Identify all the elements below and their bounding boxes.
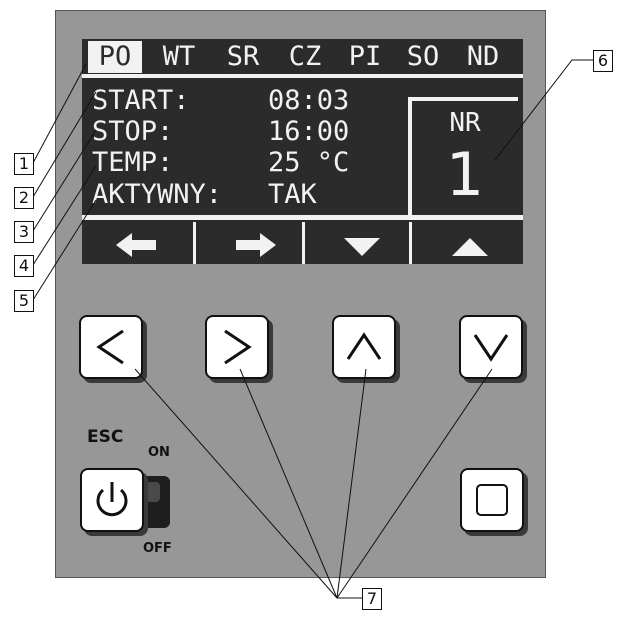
softkey-divider-3 [409, 222, 412, 264]
day-tab-nd[interactable]: ND [466, 41, 500, 72]
square-button[interactable] [460, 468, 524, 532]
start-label: START: [92, 85, 190, 116]
stop-label: STOP: [92, 116, 174, 147]
up-button[interactable] [332, 315, 396, 379]
program-label: NR [449, 108, 481, 138]
chevron-right-icon [224, 329, 252, 365]
day-tab-pi[interactable]: PI [348, 41, 382, 72]
arrow-left-icon [116, 233, 156, 257]
down-button[interactable] [459, 315, 523, 379]
callout-7: 7 [362, 588, 382, 610]
callout-3: 3 [14, 221, 34, 243]
right-button[interactable] [205, 315, 269, 379]
stop-value[interactable]: 16:00 [268, 116, 350, 147]
program-number-box [408, 97, 518, 217]
esc-label: ESC [87, 427, 124, 447]
day-tab-po[interactable]: PO [88, 41, 142, 73]
power-button[interactable] [80, 468, 144, 532]
square-icon [476, 484, 508, 516]
on-label: ON [148, 445, 170, 460]
program-number: 1 [445, 140, 485, 210]
active-label: AKTYWNY: [92, 179, 223, 210]
callout-4: 4 [14, 255, 34, 277]
triangle-down-icon [344, 238, 380, 256]
callout-2: 2 [14, 187, 34, 209]
day-tabs: PO WT SR CZ PI SO ND [82, 41, 523, 73]
day-tab-sr[interactable]: SR [226, 41, 260, 72]
start-value[interactable]: 08:03 [268, 85, 350, 116]
off-label: OFF [143, 541, 172, 556]
chevron-up-icon [346, 332, 382, 360]
day-tab-cz[interactable]: CZ [288, 41, 322, 72]
lcd-divider-top [82, 74, 523, 78]
temp-label: TEMP: [92, 147, 174, 178]
callout-1: 1 [14, 153, 34, 175]
left-button[interactable] [79, 315, 143, 379]
triangle-up-icon [452, 238, 488, 256]
day-tab-wt[interactable]: WT [162, 41, 196, 72]
softkey-divider-1 [193, 222, 196, 264]
chevron-left-icon [96, 329, 124, 365]
power-toggle[interactable] [140, 476, 170, 528]
active-value[interactable]: TAK [268, 179, 317, 210]
day-tab-so[interactable]: SO [406, 41, 440, 72]
callout-5: 5 [14, 290, 34, 312]
softkey-divider-2 [302, 222, 305, 264]
chevron-down-icon [473, 334, 509, 362]
lcd-divider-bottom [82, 215, 523, 220]
callout-6: 6 [593, 50, 613, 72]
power-icon [96, 482, 128, 517]
arrow-right-icon [236, 233, 276, 257]
temp-value[interactable]: 25 °C [268, 147, 350, 178]
